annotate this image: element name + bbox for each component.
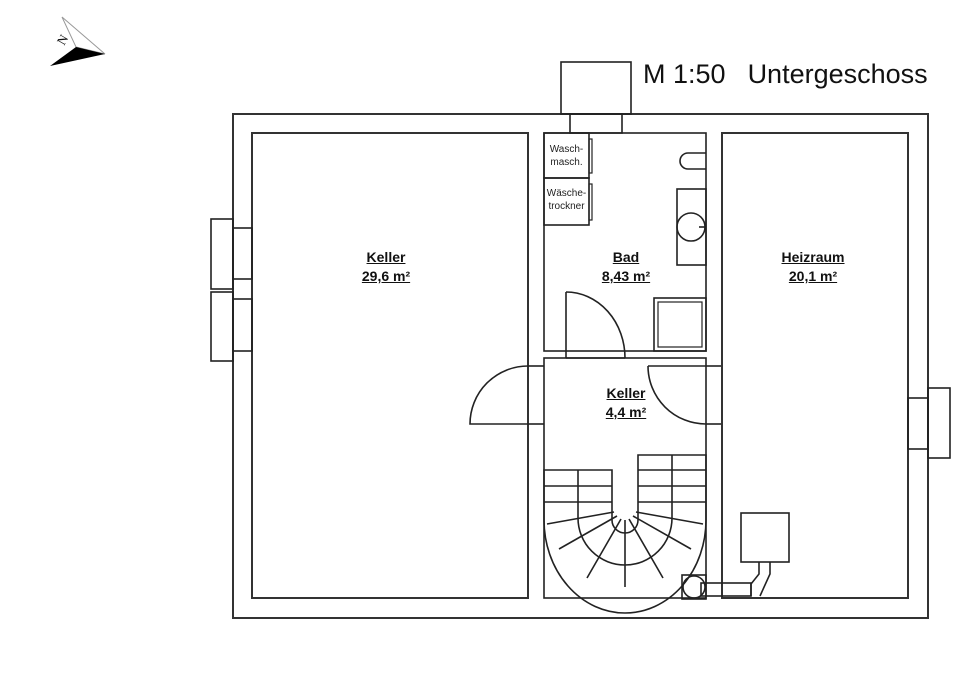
floor-name: Untergeschoss (747, 59, 928, 89)
flue-pipe (750, 562, 771, 597)
north-arrow-icon: N (50, 16, 106, 66)
toilet-icon (679, 152, 706, 170)
shower-tray (653, 297, 707, 352)
flue-duct (700, 582, 752, 597)
window-left-1-exterior (210, 218, 234, 290)
chimney-flue-icon (682, 575, 706, 599)
room-name: Heizraum (781, 249, 845, 265)
window-left-2-exterior (210, 291, 234, 362)
shaft-exterior (560, 61, 632, 115)
page-title: M 1:50 Untergeschoss (628, 28, 950, 90)
room-name: Keller (366, 249, 406, 265)
room-area: 4,4 m² (605, 404, 647, 420)
appliance-label-line: Wäsche- (546, 188, 587, 199)
window-right (907, 397, 929, 450)
window-left-2 (232, 298, 253, 352)
window-right-exterior (927, 387, 951, 459)
shaft-interior (569, 113, 623, 134)
room-label-bad: Bad 8,43 m² (576, 248, 676, 286)
room-area: 8,43 m² (601, 268, 651, 284)
room-heizraum (721, 132, 909, 599)
boiler (740, 512, 790, 563)
bad-door-swing (565, 291, 626, 359)
room-name: Keller (606, 385, 646, 401)
window-left-1 (232, 227, 253, 280)
room-label-keller-small: Keller 4,4 m² (576, 384, 676, 422)
dryer-door (588, 183, 593, 221)
staircase (543, 454, 707, 614)
heizraum-door-swing (647, 365, 707, 425)
room-area: 20,1 m² (788, 268, 838, 284)
keller-door-left-swing (469, 365, 529, 425)
appliance-label-line: masch. (550, 157, 583, 168)
appliance-label-line: trockner (548, 201, 585, 212)
room-label-keller-large: Keller 29,6 m² (336, 248, 436, 286)
room-label-heizraum: Heizraum 20,1 m² (763, 248, 863, 286)
scale-label: M 1:50 (643, 59, 726, 89)
room-name: Bad (612, 249, 640, 265)
washing-machine-door (588, 138, 593, 174)
compass-letter: N (54, 31, 72, 47)
chimney-box (681, 574, 707, 600)
dryer-label: Wäsche- trockner (543, 187, 590, 213)
room-area: 29,6 m² (361, 268, 411, 284)
appliance-label-line: Wasch- (549, 144, 584, 155)
room-keller-large (251, 132, 529, 599)
washing-machine-label: Wasch- masch. (544, 143, 589, 169)
shower-inner (657, 301, 703, 348)
